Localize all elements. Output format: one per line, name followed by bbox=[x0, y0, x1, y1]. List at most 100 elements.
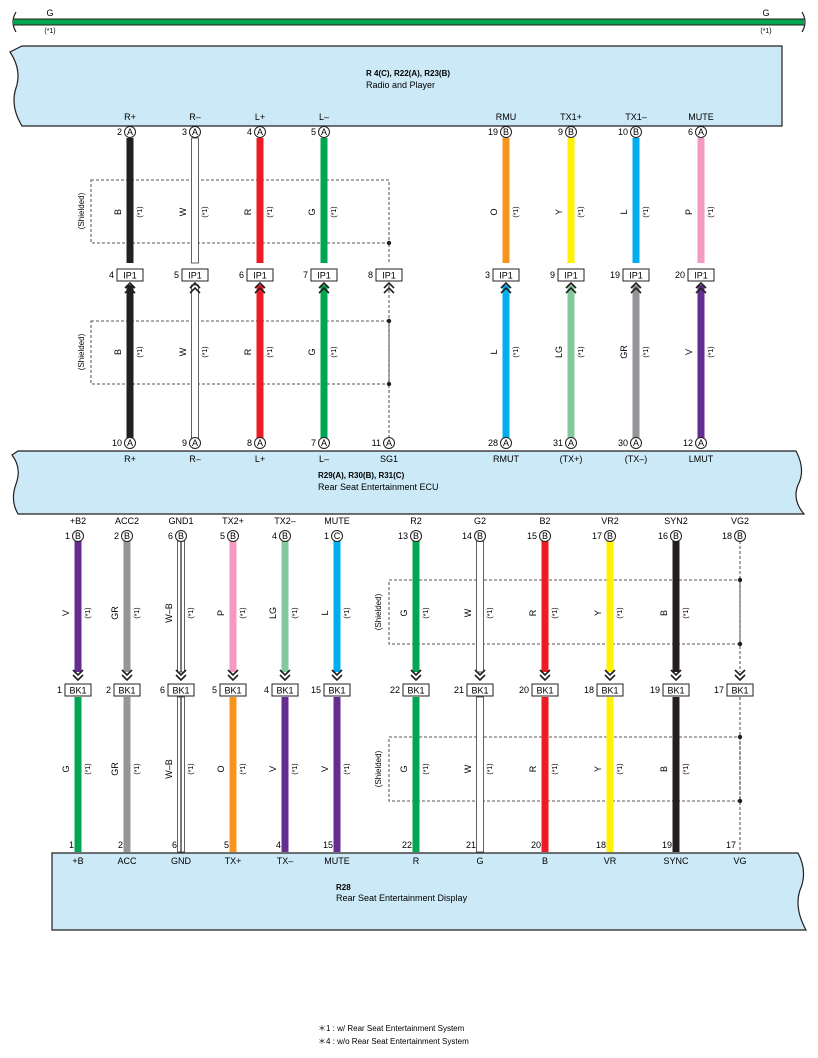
lower-wire-2-upper-wire bbox=[123, 541, 131, 672]
upper-wire-4-upper-wire bbox=[320, 138, 328, 263]
lower-wire-4-lower-note: (*1) bbox=[240, 763, 247, 774]
ecu-name: Rear Seat Entertainment ECU bbox=[318, 482, 439, 492]
radio-code: R 4(C), R22(A), R23(B) bbox=[366, 69, 450, 78]
lower-wire-2-upper-color-code: GR bbox=[110, 606, 120, 620]
upper-wire-2-connector-label: IP1 bbox=[188, 271, 202, 281]
lower-wire-6-lower-wire bbox=[333, 697, 341, 852]
upper-wire-3-lower-color-code: R bbox=[243, 348, 253, 355]
lower-wire-9-junction-pin: 20 bbox=[519, 685, 529, 695]
upper-wire-4-top-pin-connector: A bbox=[321, 127, 327, 137]
lower-wire-3-connector-box bbox=[167, 683, 195, 697]
upper-wire-1-top-signal: R+ bbox=[124, 112, 136, 122]
lower-wire-11-upper-color-code: B bbox=[659, 610, 669, 616]
lower-wire-9-bottom-signal: B bbox=[542, 856, 548, 866]
upper-wire-4-top-pin: 5 bbox=[311, 127, 316, 137]
lower-wire-10-bottom-pin: 18 bbox=[596, 840, 606, 850]
upper-wire-8-bottom-pin-connector: A bbox=[633, 438, 639, 448]
lower-wire-1-upper-note: (*1) bbox=[85, 607, 92, 618]
upper-wire-9-lower-color-code: V bbox=[684, 349, 694, 355]
lower-wire-8-terminal-arrow bbox=[474, 669, 486, 677]
lower-wire-11-top-signal: SYN2 bbox=[664, 516, 688, 526]
lower-wire-2-terminal-arrow bbox=[121, 674, 133, 682]
upper-wire-6-upper-wire bbox=[502, 138, 510, 263]
display-box bbox=[51, 852, 808, 931]
lower-wire-3-terminal-arrow bbox=[175, 674, 187, 682]
lower-wire-1-upper-color-code: V bbox=[61, 610, 71, 616]
lower-wire-8-connector-label: BK1 bbox=[471, 686, 488, 696]
upper-wire-7-upper-wire bbox=[567, 138, 575, 263]
upper-wire-7-top-pin: 9 bbox=[558, 127, 563, 137]
lower-wire-12-connector-label: BK1 bbox=[731, 686, 748, 696]
lower-wire-7-top-pin-circle bbox=[410, 530, 422, 542]
upper-wire-8-upper-color-code: L bbox=[619, 209, 629, 214]
lower-wire-7-upper-note: (*1) bbox=[423, 607, 430, 618]
upper-wire-5-connector-box bbox=[375, 268, 403, 282]
lower-wire-3-bottom-pin: 6 bbox=[172, 840, 177, 850]
lower-wire-5-connector-label: BK1 bbox=[276, 686, 293, 696]
lower-wire-4-top-pin-circle bbox=[227, 530, 239, 542]
lower-wire-8-top-pin-circle bbox=[474, 530, 486, 542]
lower-wire-5-top-pin-connector: B bbox=[282, 531, 288, 541]
upper-wire-8-top-pin-circle bbox=[630, 126, 642, 138]
upper-wire-1-bottom-pin-connector: A bbox=[127, 438, 133, 448]
upper-wire-1-upper-wire bbox=[126, 138, 134, 263]
lower-wire-10-upper-color-code: Y bbox=[593, 610, 603, 616]
lower-wire-4-upper-note: (*1) bbox=[240, 607, 247, 618]
lower-wire-1-bottom-signal: +B bbox=[72, 856, 83, 866]
lower-wire-6-upper-wire bbox=[333, 541, 341, 672]
lower-wire-2-bottom-pin: 2 bbox=[118, 840, 123, 850]
lower-wire-5-connector-box bbox=[271, 683, 299, 697]
upper-wire-9-terminal-arrow bbox=[695, 281, 707, 289]
lower-wire-11-junction-pin: 19 bbox=[650, 685, 660, 695]
lower-wire-7-top-signal: R2 bbox=[410, 516, 422, 526]
upper-wire-7-terminal-arrow bbox=[565, 281, 577, 289]
lower-wire-6-top-pin: 1 bbox=[324, 531, 329, 541]
upper-wire-1-lower-wire bbox=[126, 285, 134, 438]
lower-wire-2-lower-note: (*1) bbox=[134, 763, 141, 774]
upper-wire-7-terminal-arrow bbox=[565, 286, 577, 294]
upper-wire-7-bottom-pin: 31 bbox=[553, 438, 563, 448]
upper-wire-4-lower-note: (*1) bbox=[331, 346, 338, 357]
upper-wire-1-terminal-arrow bbox=[124, 286, 136, 294]
upper-wire-9-connector-label: IP1 bbox=[694, 271, 708, 281]
lower-wire-4-connector-label: BK1 bbox=[224, 686, 241, 696]
lower-wire-12-top-pin-connector: B bbox=[737, 531, 743, 541]
upper-wire-6-junction-pin: 3 bbox=[485, 270, 490, 280]
upper-wire-8-lower-wire bbox=[632, 285, 640, 438]
upper-wire-7-bottom-pin-connector: A bbox=[568, 438, 574, 448]
lower-wire-5-upper-wire bbox=[281, 541, 289, 672]
upper-wire-7-connector-label: IP1 bbox=[564, 271, 578, 281]
lower-wire-2-top-pin-connector: B bbox=[124, 531, 130, 541]
lower-wire-2-top-pin-circle bbox=[121, 530, 133, 542]
lower-wire-4-top-signal: TX2+ bbox=[222, 516, 244, 526]
lower-wire-6-top-signal: MUTE bbox=[324, 516, 350, 526]
lower-wire-7-terminal-arrow bbox=[410, 674, 422, 682]
upper-wire-7-top-pin-connector: B bbox=[568, 127, 574, 137]
upper-wire-5-junction-pin: 8 bbox=[368, 270, 373, 280]
upper-wire-8-upper-wire bbox=[632, 138, 640, 263]
lower-wire-9-upper-color-code: R bbox=[528, 609, 538, 616]
upper-wire-9-top-pin: 6 bbox=[688, 127, 693, 137]
footnote-1: ＊1 : w/ Rear Seat Entertainment System bbox=[318, 1024, 465, 1033]
lower-wire-11-lower-color-code: B bbox=[659, 766, 669, 772]
upper-wire-4-terminal-arrow bbox=[318, 286, 330, 294]
upper-wire-5-bottom-pin: 11 bbox=[372, 438, 381, 448]
upper-wire-3-top-pin-connector: A bbox=[257, 127, 263, 137]
upper-wire-8-top-pin: 10 bbox=[618, 127, 628, 137]
lower-wire-2-junction-pin: 2 bbox=[106, 685, 111, 695]
lower-wire-8-connector-box bbox=[466, 683, 494, 697]
lower-wire-5-lower-note: (*1) bbox=[292, 763, 299, 774]
upper-wire-1-connector-box bbox=[116, 268, 144, 282]
upper-wire-2-top-pin-connector: A bbox=[192, 127, 198, 137]
lower-wire-1-top-pin: 1 bbox=[65, 531, 70, 541]
lower-wire-11-bottom-pin: 19 bbox=[662, 840, 672, 850]
